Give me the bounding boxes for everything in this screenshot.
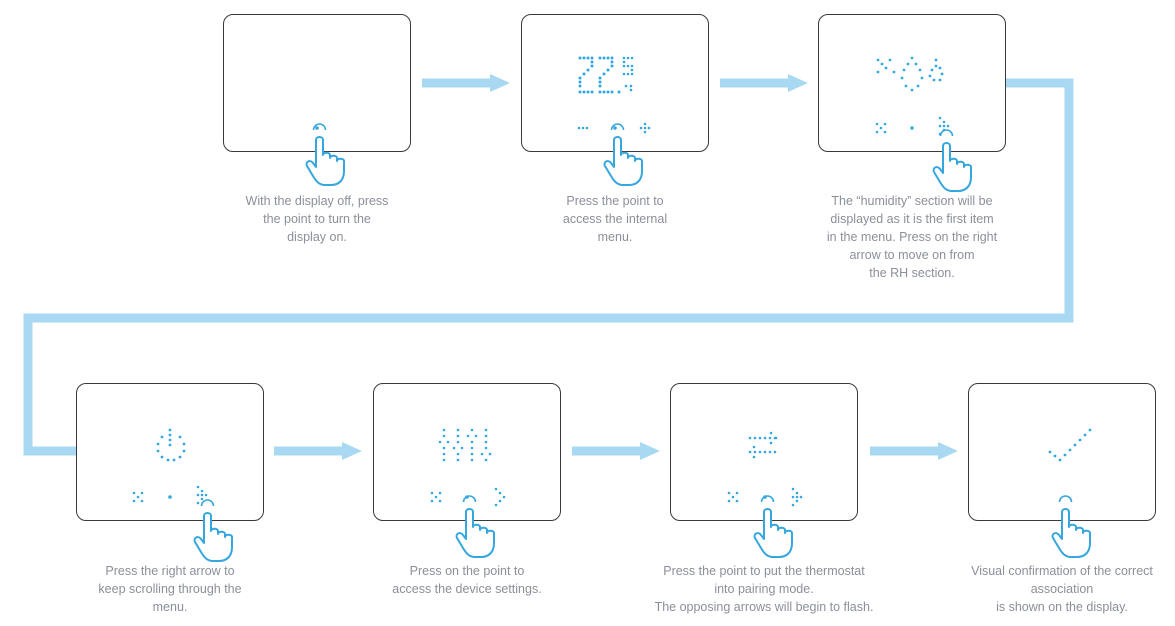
- display-panel-7: [968, 383, 1156, 521]
- step-caption-7: Visual confirmation of the correct assoc…: [971, 564, 1153, 614]
- row-connector: [23, 78, 1074, 456]
- display-panel-3: [818, 14, 1006, 152]
- display-panel-2: [521, 14, 709, 152]
- step-caption-1: With the display off, press the point to…: [245, 194, 389, 244]
- display-panel-1: [223, 14, 411, 152]
- display-panel-5: [373, 383, 561, 521]
- display-panel-6: [670, 383, 858, 521]
- flow-arrow-5: [870, 442, 958, 460]
- step-caption-6: Press the point to put the thermostat in…: [654, 564, 874, 614]
- flow-arrow-1: [422, 74, 510, 92]
- flow-arrow-3: [274, 442, 362, 460]
- step-caption-2: Press the point to access the internal m…: [562, 194, 668, 244]
- step-caption-5: Press on the point to access the device …: [392, 564, 542, 596]
- step-caption-4: Press the right arrow to keep scrolling …: [98, 564, 242, 614]
- display-panel-4: [76, 383, 264, 521]
- step-caption-3: The “humidity” section will be displayed…: [826, 194, 998, 280]
- flow-arrow-2: [720, 74, 808, 92]
- flow-arrow-4: [572, 442, 660, 460]
